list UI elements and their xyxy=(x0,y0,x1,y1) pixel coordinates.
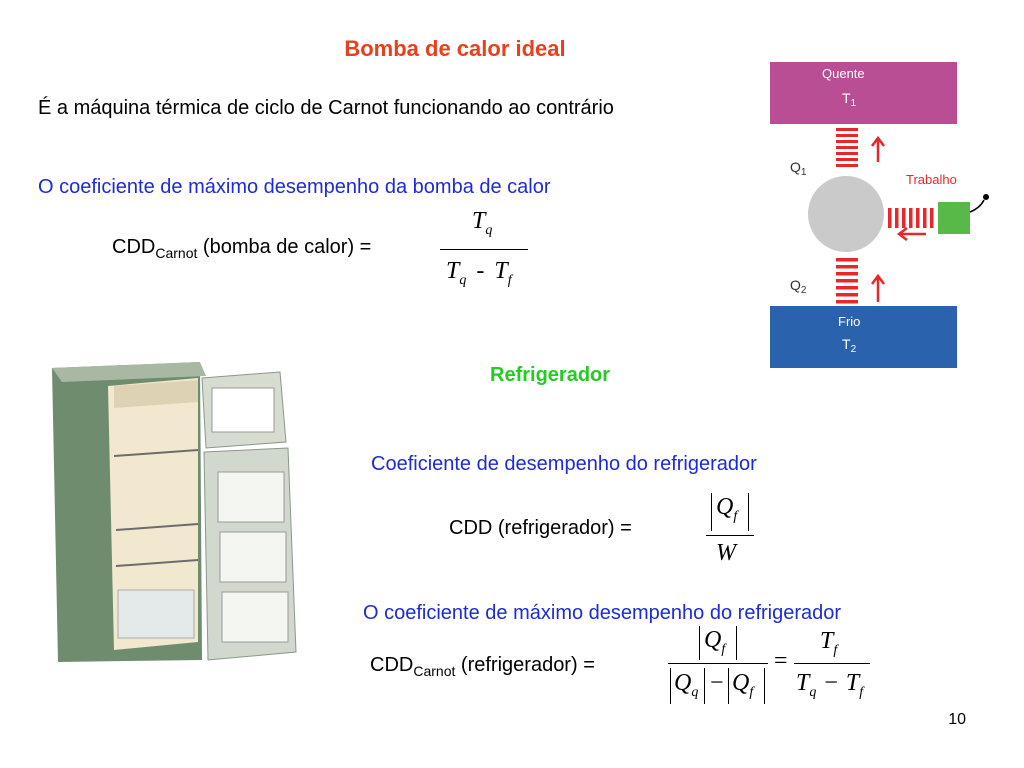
slide-title: Bomba de calor ideal xyxy=(344,36,566,61)
fridge-interior xyxy=(108,378,198,650)
hot-reservoir xyxy=(770,62,957,124)
heat-flow-band xyxy=(930,208,934,228)
q2-label: Q2 xyxy=(790,277,807,296)
formula-label-rest: (bomba de calor) = xyxy=(197,236,372,258)
max-cop-f1-fraction-bar xyxy=(668,663,768,664)
door-shelf xyxy=(217,471,285,523)
heat-pump-numerator: Tq xyxy=(472,208,493,238)
carnot-subscript: Carnot xyxy=(155,245,198,261)
heat-flow-band xyxy=(923,208,927,228)
heat-flow-band xyxy=(909,208,913,228)
work-flow-bands xyxy=(888,208,934,228)
heat-flow-band xyxy=(836,265,858,269)
lower-heat-flow-bands xyxy=(836,258,858,304)
heat-flow-band xyxy=(836,146,858,149)
abs-bar xyxy=(704,668,705,704)
refrigerator-illustration-icon xyxy=(52,362,297,662)
minus-sign: − xyxy=(710,670,724,696)
heat-flow-band xyxy=(836,164,858,167)
max-cop-f1-numerator: Qf xyxy=(704,627,726,657)
q1-label: Q1 xyxy=(790,159,807,178)
door-shelf xyxy=(219,531,287,583)
abs-bar xyxy=(736,626,737,660)
heat-flow-band xyxy=(836,286,858,290)
heat-pump-wheel xyxy=(808,176,884,252)
abs-bar-right xyxy=(748,493,749,531)
page-number: 10 xyxy=(948,711,966,728)
cdd-label: CDD xyxy=(112,236,156,258)
motor-block xyxy=(938,202,970,234)
abs-bar xyxy=(728,668,729,704)
max-cop-f2-fraction-bar xyxy=(794,663,870,664)
heat-pump-heading: O coeficiente de máximo desempenho da bo… xyxy=(38,176,551,198)
heat-flow-band xyxy=(836,134,858,137)
cold-label: Frio xyxy=(838,314,860,329)
max-cop-heading: O coeficiente de máximo desempenho do re… xyxy=(363,602,842,624)
heat-flow-band xyxy=(836,272,858,276)
upper-arrow-icon xyxy=(871,135,885,162)
cold-reservoir xyxy=(770,306,957,368)
heat-flow-band xyxy=(836,300,858,304)
heat-flow-band xyxy=(836,158,858,161)
fridge-shelf xyxy=(113,449,199,457)
heat-flow-band xyxy=(836,279,858,283)
equals-sign: = xyxy=(774,648,788,674)
cop-fraction-bar xyxy=(706,535,754,536)
freezer-door-inner xyxy=(211,387,275,433)
cop-heading: Coeficiente de desempenho do refrigerado… xyxy=(371,453,757,475)
fridge-shelf xyxy=(115,523,199,531)
cold-temperature: T2 xyxy=(842,336,857,355)
heat-flow-band xyxy=(836,152,858,155)
heat-flow-band xyxy=(902,208,906,228)
intro-paragraph: É a máquina térmica de ciclo de Carnot f… xyxy=(38,97,614,119)
cop-formula-label: CDD (refrigerador) = xyxy=(449,517,632,539)
max-cop-f2-denominator: Tq − Tf xyxy=(796,670,864,700)
heat-flow-band xyxy=(888,208,892,228)
power-cord-icon xyxy=(969,199,985,213)
work-arrow-icon xyxy=(896,227,926,241)
hot-temperature: T1 xyxy=(842,90,857,109)
cop-denominator: W xyxy=(716,540,736,566)
fridge-shelf xyxy=(115,559,199,567)
max-cop-f1-denominator: Qq xyxy=(674,670,699,700)
abs-bar-left xyxy=(711,493,712,531)
heat-flow-band xyxy=(836,128,858,131)
heat-flow-band xyxy=(836,258,858,262)
heat-pump-fraction-bar xyxy=(440,249,528,250)
max-cop-formula-label: CDDCarnot (refrigerador) = xyxy=(370,654,595,679)
abs-bar xyxy=(699,626,700,660)
lower-arrow-icon xyxy=(871,273,885,302)
heat-flow-band xyxy=(836,293,858,297)
heat-pump-diagram: Quente T1 Q1 Trabalho Q2 Frio T2 xyxy=(770,62,989,368)
max-cop-f2-numerator: Tf xyxy=(820,628,838,658)
abs-bar xyxy=(764,668,765,704)
crisper-drawer xyxy=(117,589,195,639)
heat-flow-band xyxy=(836,140,858,143)
refrigerator-heading: Refrigerador xyxy=(490,364,611,386)
heat-pump-denominator: Tq - Tf xyxy=(446,258,512,288)
door-shelf xyxy=(221,591,289,643)
heat-flow-band xyxy=(895,208,899,228)
upper-heat-flow-bands xyxy=(836,128,858,167)
hot-label: Quente xyxy=(822,66,865,81)
cop-numerator: Qf xyxy=(716,494,738,524)
max-cop-f1-denominator-2: Qf xyxy=(732,670,754,700)
work-label: Trabalho xyxy=(906,172,957,187)
heat-flow-band xyxy=(916,208,920,228)
abs-bar xyxy=(670,668,671,704)
heat-pump-formula-label: CDDCarnot (bomba de calor) = xyxy=(112,236,371,261)
fridge-top xyxy=(52,362,206,382)
plug-icon xyxy=(983,194,989,200)
